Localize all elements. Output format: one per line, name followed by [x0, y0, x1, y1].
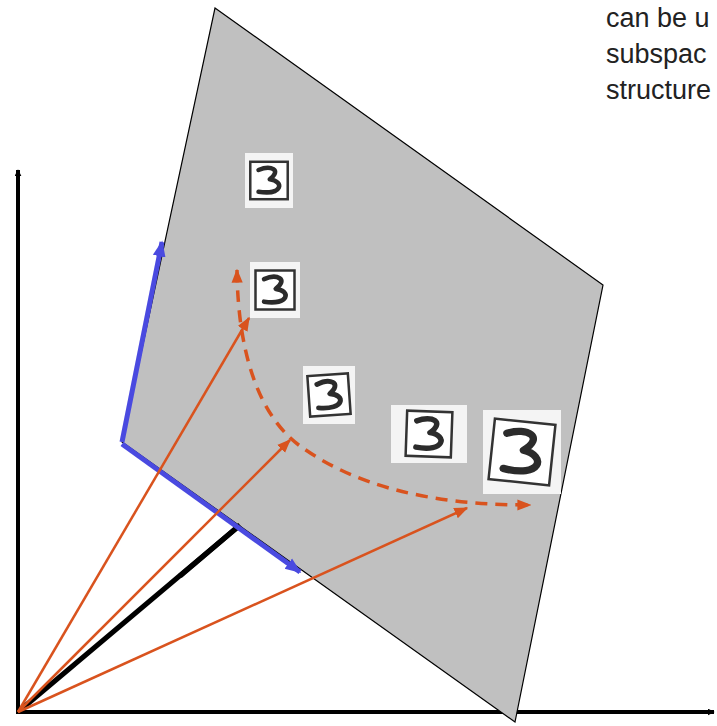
basis-vector: [122, 444, 300, 572]
subspace-plane: [122, 8, 603, 722]
basis-vector: [122, 242, 162, 442]
data-vector: [18, 440, 290, 712]
digit-image: [303, 366, 355, 424]
digit-image: [483, 410, 561, 494]
digit-image: [250, 262, 300, 318]
y-axis: [16, 170, 20, 712]
offset-vector: [180, 525, 240, 576]
digit-image: [391, 405, 467, 463]
digit-image: [245, 153, 293, 208]
slide-text: can be u: [606, 0, 711, 36]
offset-vector: [18, 525, 240, 712]
x-axis: [16, 710, 714, 714]
slide-text: structure: [606, 72, 711, 108]
data-vector: [18, 508, 467, 712]
slide-text: subspac: [606, 36, 711, 72]
